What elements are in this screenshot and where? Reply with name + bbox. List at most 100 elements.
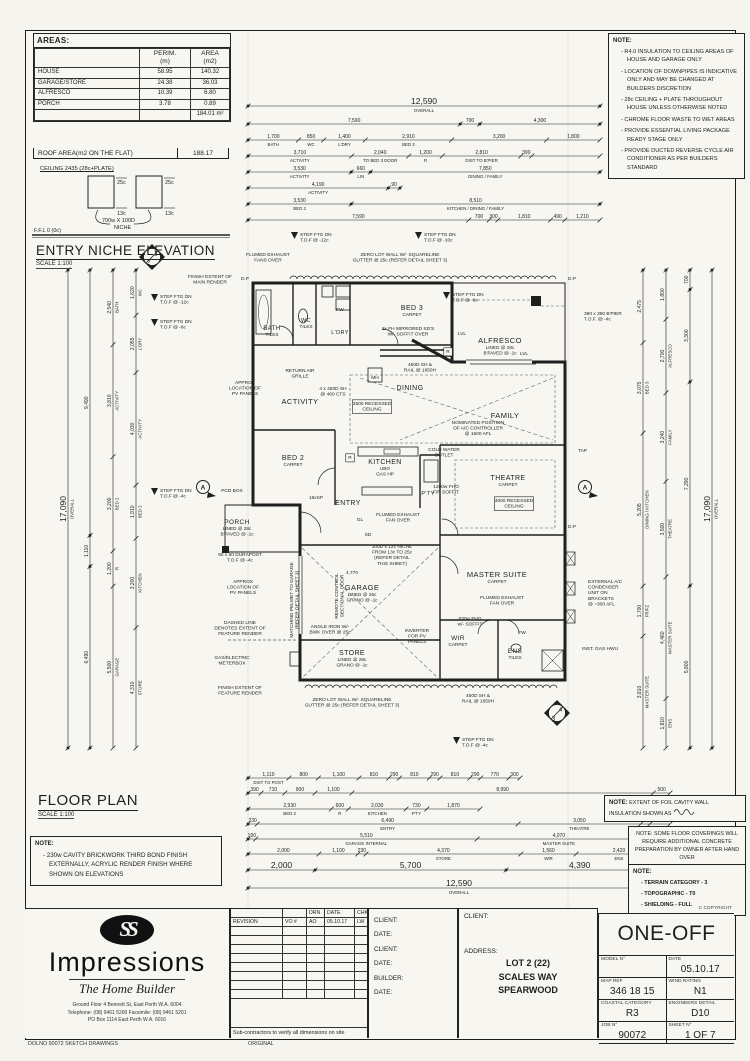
- dimension-value: 600: [336, 803, 345, 809]
- builder-name: Impressions: [48, 947, 206, 977]
- annotation: R: [443, 347, 453, 357]
- door-swing: [381, 328, 399, 346]
- dimension-value: 1,800: [660, 288, 666, 301]
- annotation-text: ANGLE IRON W/-: [311, 624, 350, 630]
- room-label: ENTRY: [335, 500, 361, 507]
- annotation: 4 x 450D SH@ 460 CTS: [319, 386, 347, 398]
- dimension-value: 730: [412, 803, 421, 809]
- annotation-text: SECTIONAL DOOR: [340, 574, 346, 617]
- dimension-value: 1,870: [447, 803, 460, 809]
- dimension-room: R: [115, 567, 120, 570]
- dimension-value: 3,050: [573, 818, 586, 824]
- dimension-room: MASTER SUITE: [668, 621, 673, 654]
- ac-bracket: [565, 609, 576, 624]
- annotation-text: T.O.F @ -10c: [424, 238, 453, 244]
- note-brickwork: NOTE: - 230w CAVITY BRICKWORK THIRD BOND…: [30, 836, 222, 886]
- annotation-text: OUTLET: [435, 453, 454, 459]
- dimension-value: 2,040: [374, 150, 387, 156]
- note-title: NOTE:: [609, 800, 628, 806]
- dimension-value: 300: [510, 772, 519, 778]
- annotation-text: APPROX: [233, 579, 254, 585]
- dimension-room: KITCHEN: [138, 573, 143, 592]
- room-sublabel: GAS HP: [376, 472, 394, 477]
- washing-machine: [335, 285, 351, 298]
- annotation-text: FAN OVER: [386, 518, 411, 524]
- areas-title: AREAS:: [34, 34, 230, 48]
- dimension-value: 7,290: [684, 477, 690, 490]
- dimension-value: 3,300: [684, 329, 690, 342]
- zero-lot-wall-bottom: [304, 684, 558, 689]
- annotation-text: CONDENSER: [588, 585, 619, 591]
- room-label: DINING: [397, 385, 424, 392]
- annotation-text: THIS SHEET): [377, 561, 407, 567]
- dimension-value: 1,800: [567, 134, 580, 140]
- annotation-text: w/- SOFFIT: [458, 622, 483, 628]
- annotation-text: 450D SH &: [408, 362, 433, 368]
- dimension-value: 2,810: [475, 150, 488, 156]
- dimension-value: 8,990: [496, 787, 509, 793]
- dimension-value: 2,000: [271, 860, 293, 870]
- annotation-text: MH: [371, 375, 379, 381]
- dimension-room: OVERALL: [714, 498, 719, 519]
- dimension-value: 4,190: [312, 182, 325, 188]
- door-swing: [504, 619, 520, 635]
- annotation-text: FEATURE RENDER: [218, 691, 262, 697]
- dimension-room: STORE: [436, 856, 451, 861]
- dimension-value: 2,030: [371, 803, 384, 809]
- dimension-value: 90: [391, 182, 397, 188]
- annotation: LVL: [520, 351, 529, 357]
- dimension-value: 3,075: [637, 381, 643, 394]
- dimension-value: 390: [522, 150, 531, 156]
- dimension-value: 1,210: [576, 214, 589, 220]
- dimension-room: DINING / FAMILY: [468, 174, 502, 179]
- annotation-text: FOR PV: [408, 634, 427, 640]
- annotation-text: CEILING: [504, 504, 523, 510]
- annotation-text: T.O.F @ -6c: [160, 325, 187, 331]
- dimension-value: 850: [307, 134, 316, 140]
- room-sublabel: LINED @ 28c: [223, 526, 252, 531]
- dimension-value: 6,490: [381, 818, 394, 824]
- annotation-text: STEP FTG DN: [462, 737, 494, 743]
- dimension-room: DIST TO B'PIER: [465, 158, 497, 163]
- dimension-value: 1,700: [267, 134, 280, 140]
- dimension-room: MASTER SUITE: [543, 841, 576, 846]
- niche-bottom-label: 13c: [117, 211, 126, 217]
- dimension-value: 1,560: [542, 848, 555, 854]
- niche-size-label: NICHE: [114, 225, 131, 231]
- dimension-room: P'TY: [412, 811, 421, 816]
- dimension-value: 1,100: [327, 787, 340, 793]
- dimension-room: GARAGE INTERNAL: [345, 841, 387, 846]
- annotation-text: D.P: [241, 276, 249, 282]
- room-label: THEATRE: [491, 475, 526, 482]
- dimension-value: 800: [299, 772, 308, 778]
- dimension-value: 3,500: [660, 523, 666, 536]
- kitchen-bench: [357, 446, 419, 457]
- room-sublabel: B'PAVED @ -1c: [220, 532, 254, 537]
- dimension-room: WC: [138, 289, 143, 296]
- dimension-value: 1,100: [332, 772, 345, 778]
- annotation-text: LOCATION OF: [229, 386, 261, 392]
- signature-line: CLIENT:: [374, 916, 398, 924]
- dimension-value: 4,030: [130, 422, 136, 435]
- dimension-room: WC: [307, 142, 314, 147]
- roof-line: [301, 547, 439, 679]
- annotation-text: FW: [336, 307, 344, 313]
- dimension-value: 5,700: [400, 860, 422, 870]
- door-swing: [278, 325, 294, 341]
- ac-bracket: [565, 551, 576, 566]
- dimension-value: 2,420: [613, 848, 626, 854]
